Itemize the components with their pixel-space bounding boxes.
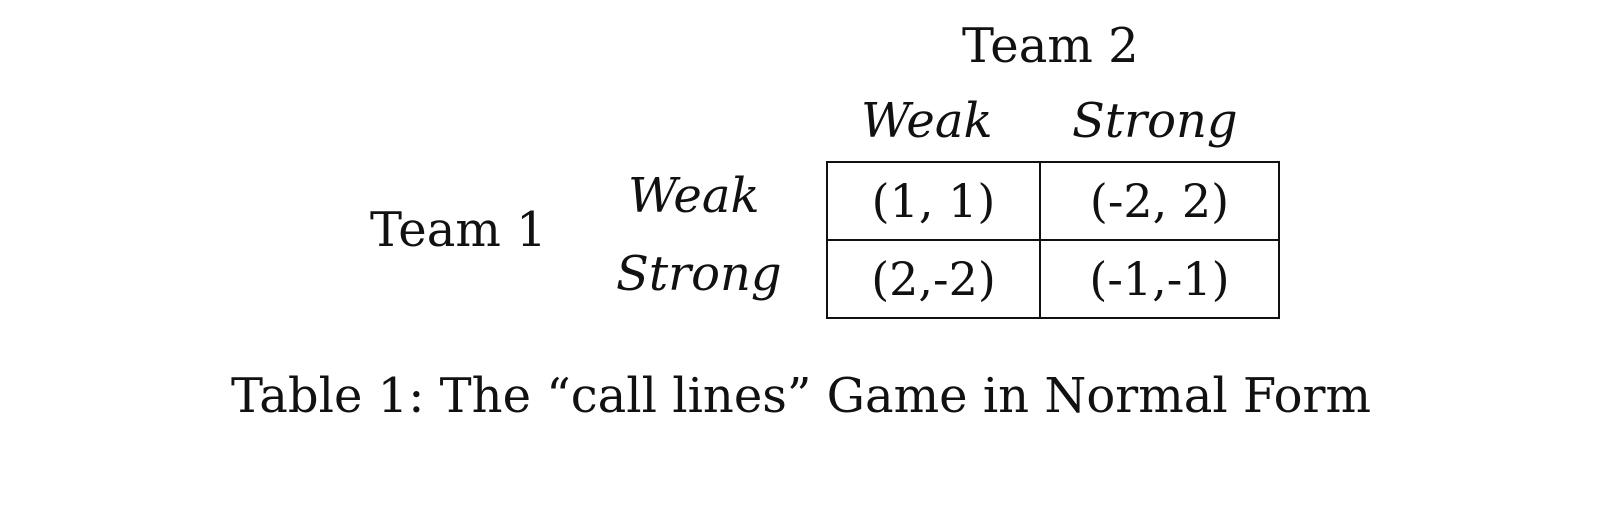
payoff-matrix: (1, 1) (-2, 2) (2,-2) (-1,-1) xyxy=(826,161,1280,319)
payoff-cell-strong-weak: (2,-2) xyxy=(826,239,1041,319)
row-player-label: Team 1 xyxy=(370,202,547,258)
row-strategy-strong: Strong xyxy=(616,246,782,302)
column-strategy-strong: Strong xyxy=(1072,93,1238,149)
payoff-row-weak: (1, 1) (-2, 2) xyxy=(826,161,1280,241)
row-strategy-weak: Weak xyxy=(628,168,760,224)
payoff-cell-strong-strong: (-1,-1) xyxy=(1039,239,1280,319)
payoff-cell-weak-strong: (-2, 2) xyxy=(1039,161,1280,241)
payoff-cell-weak-weak: (1, 1) xyxy=(826,161,1041,241)
payoff-row-strong: (2,-2) (-1,-1) xyxy=(826,239,1280,319)
table-caption: Table 1: The “call lines” Game in Normal… xyxy=(231,368,1371,424)
column-strategy-weak: Weak xyxy=(861,93,993,149)
column-player-label: Team 2 xyxy=(962,18,1139,74)
